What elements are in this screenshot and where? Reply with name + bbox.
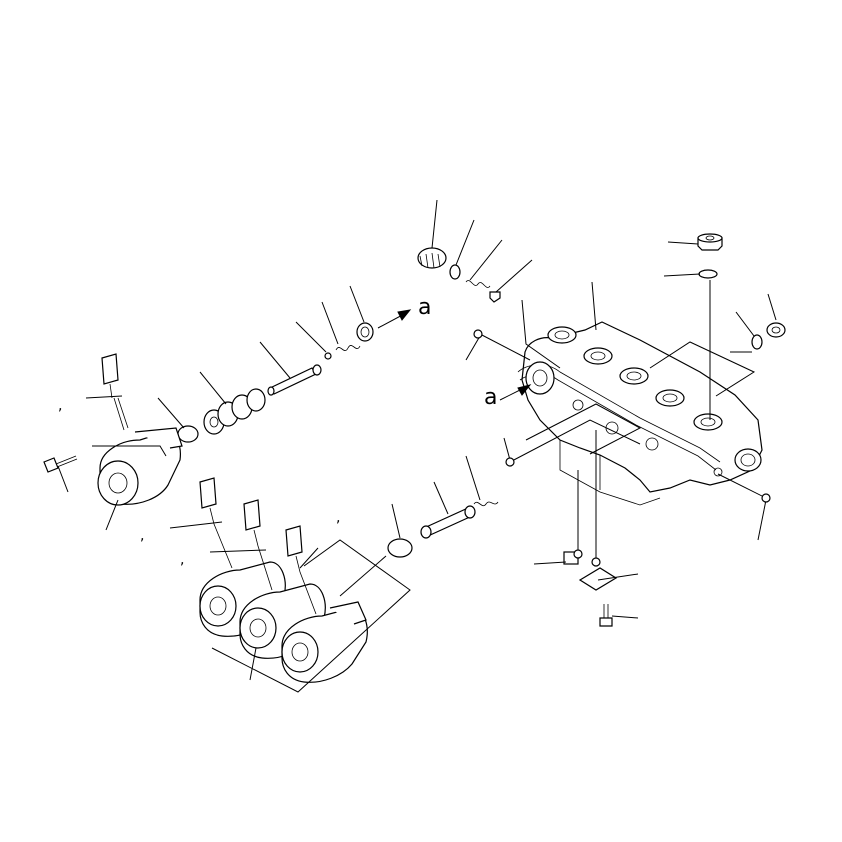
view-label-upper: a: [418, 295, 431, 320]
leader-terminators: [473, 329, 771, 567]
o-ring-lower: [387, 538, 413, 558]
bolt-left: [43, 455, 78, 473]
comma-mark-1: ,: [58, 398, 62, 414]
plug-assembly-upper: [417, 247, 501, 303]
spool-assembly-lower: [387, 501, 499, 558]
o-ring-spool: [177, 425, 199, 443]
o-ring-top: [698, 269, 718, 279]
bracket: [563, 551, 618, 591]
view-label-lower: a: [484, 385, 497, 410]
spool-assembly-upper: [177, 322, 374, 443]
view-arrows: [397, 309, 532, 396]
plug-side: [766, 322, 786, 338]
solenoid-lower-3: [281, 525, 368, 683]
arrow-head-upper: [397, 309, 412, 321]
arrow-head-lower: [517, 384, 532, 396]
valve-body: [517, 321, 763, 506]
o-ring-side: [751, 334, 763, 350]
comma-mark-4: ,: [336, 510, 340, 526]
screw-bottom: [599, 604, 613, 627]
solenoid-upper: [97, 353, 183, 506]
comma-mark-3: ,: [180, 552, 184, 568]
plug-top: [697, 233, 723, 251]
comma-mark-2: ,: [140, 528, 144, 544]
